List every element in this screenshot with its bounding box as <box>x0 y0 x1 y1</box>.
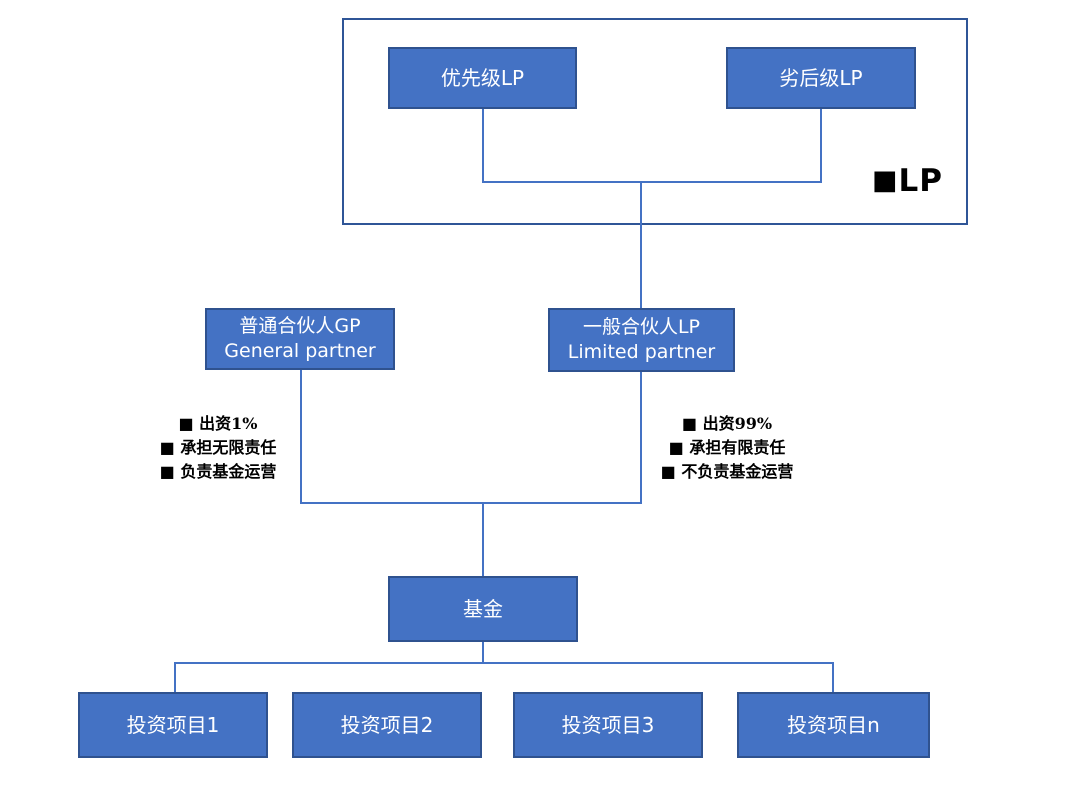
connector-top-horizontal <box>482 181 822 183</box>
connector-priority-lp-down <box>482 109 484 183</box>
node-limited-partner: 一般合伙人LP Limited partner <box>548 308 735 372</box>
gp-bullet-item: ■ 承担无限责任 <box>159 438 277 457</box>
connector-drop-project-n <box>832 664 834 692</box>
gp-bullet-list: ■ 出资1% ■ 承担无限责任 ■ 负责基金运营 <box>120 412 316 484</box>
node-priority-lp: 优先级LP <box>388 47 577 109</box>
lp-bullet-item: ■ 出资99% <box>681 414 773 433</box>
node-project-3: 投资项目3 <box>513 692 703 758</box>
node-subordinate-lp-label: 劣后级LP <box>779 66 863 90</box>
connector-lp-group-to-lp <box>640 183 642 308</box>
connector-fund-down <box>482 642 484 664</box>
lp-bullet-item: ■ 不负责基金运营 <box>660 462 794 481</box>
lp-bullet-list: ■ 出资99% ■ 承担有限责任 ■ 不负责基金运营 <box>633 412 821 484</box>
black-square-icon: ■ <box>872 165 899 196</box>
gp-bullet-item: ■ 负责基金运营 <box>159 462 277 481</box>
connector-drop-project-1 <box>174 664 176 692</box>
node-project-n: 投资项目n <box>737 692 930 758</box>
node-fund-label: 基金 <box>463 597 503 621</box>
node-fund: 基金 <box>388 576 578 642</box>
lp-group-legend: ■LP <box>872 163 943 199</box>
gp-bullet-item: ■ 出资1% <box>178 414 258 433</box>
connector-mid-horizontal <box>300 502 642 504</box>
connector-to-fund <box>482 504 484 576</box>
node-general-partner: 普通合伙人GP General partner <box>205 308 395 370</box>
node-project-2-label: 投资项目2 <box>340 713 434 737</box>
lp-legend-label: LP <box>898 163 943 199</box>
node-priority-lp-label: 优先级LP <box>440 66 525 90</box>
node-subordinate-lp: 劣后级LP <box>726 47 916 109</box>
node-project-n-label: 投资项目n <box>787 713 880 737</box>
connector-bottom-horizontal <box>174 662 834 664</box>
node-lp-label-cn: 一般合伙人LP <box>582 316 701 339</box>
node-gp-label-cn: 普通合伙人GP <box>239 315 361 338</box>
connector-lp-down <box>640 372 642 504</box>
connector-gp-down <box>300 370 302 504</box>
node-project-1-label: 投资项目1 <box>126 713 220 737</box>
connector-subordinate-lp-down <box>820 109 822 183</box>
node-project-3-label: 投资项目3 <box>561 713 655 737</box>
node-project-2: 投资项目2 <box>292 692 482 758</box>
node-gp-label-en: General partner <box>224 340 376 362</box>
node-project-1: 投资项目1 <box>78 692 268 758</box>
node-lp-label-en: Limited partner <box>567 341 716 363</box>
lp-group-container <box>342 18 968 225</box>
lp-bullet-item: ■ 承担有限责任 <box>668 438 786 457</box>
